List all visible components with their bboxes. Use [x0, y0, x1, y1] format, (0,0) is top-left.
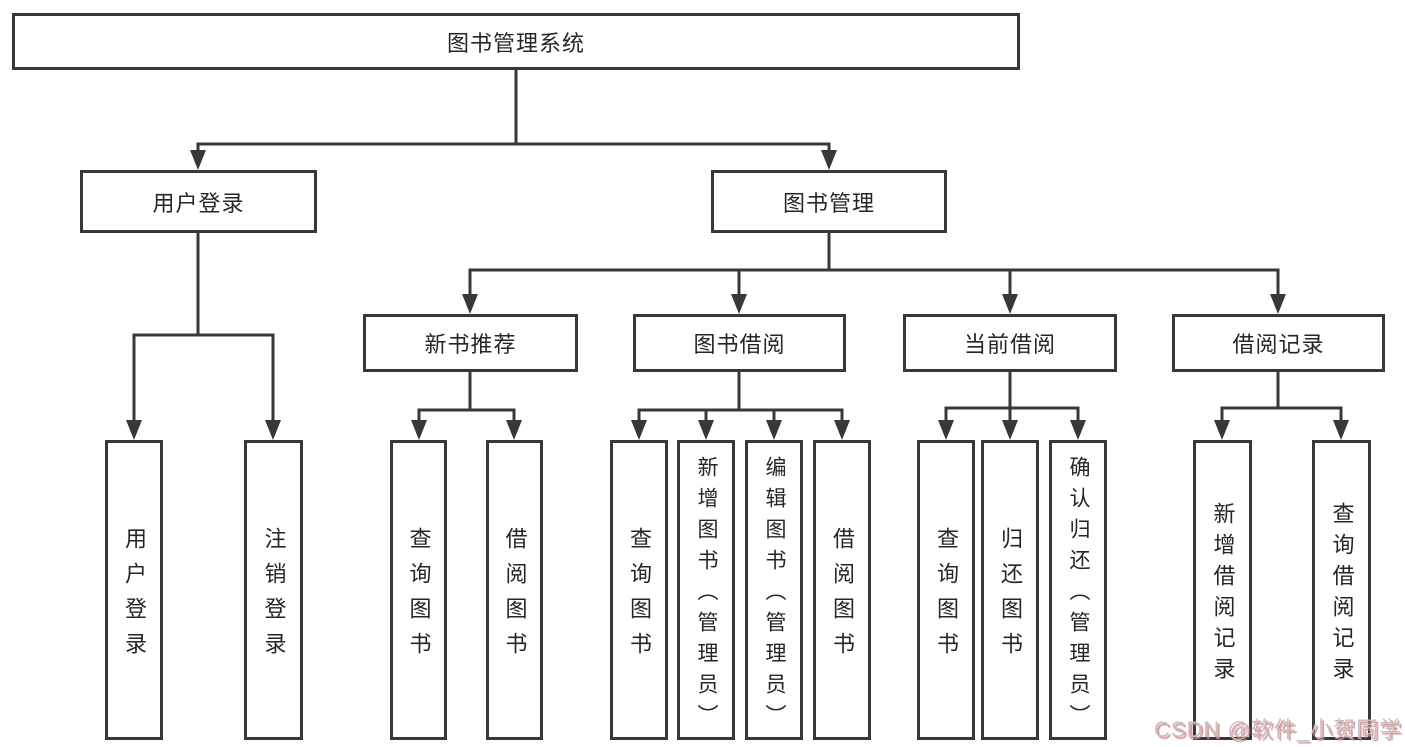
node-label: 查询图书 — [627, 526, 652, 667]
node-book-borrowing: 图书借阅 — [633, 314, 846, 372]
node-label: 当前借阅 — [963, 332, 1056, 357]
node-label: 注销登录 — [261, 526, 287, 667]
node-new-book-recommend: 新书推荐 — [363, 314, 578, 372]
connector-borrowing-to-leaves — [631, 370, 850, 440]
node-label: 借阅图书 — [830, 526, 855, 667]
node-borrow-records: 借阅记录 — [1172, 314, 1385, 372]
connector-records-to-leaves — [1214, 370, 1349, 440]
node-leaf-user-login: 用户登录 — [105, 440, 163, 740]
node-label: 归还图书 — [998, 526, 1023, 667]
node-current-borrowing: 当前借阅 — [903, 314, 1117, 372]
node-leaf-edit-book-admin: 编辑图书（管理员） — [745, 440, 803, 740]
node-label: 编辑图书（管理员） — [763, 455, 786, 735]
node-leaf-borrow-books-recommend: 借阅图书 — [486, 440, 543, 740]
node-label: 借阅记录 — [1232, 332, 1325, 357]
node-leaf-return-book: 归还图书 — [981, 440, 1039, 740]
connector-login-to-leaves — [126, 231, 281, 440]
node-label: 图书借阅 — [693, 332, 786, 357]
node-leaf-confirm-return-admin: 确认归还（管理员） — [1049, 440, 1107, 740]
node-user-login-branch: 用户登录 — [80, 170, 317, 233]
node-label: 用户登录 — [152, 190, 245, 216]
connector-mgmt-to-level3 — [462, 231, 1286, 314]
node-label: 新增图书（管理员） — [695, 455, 718, 735]
node-label: 借阅图书 — [502, 526, 528, 667]
node-book-management-branch: 图书管理 — [711, 170, 947, 233]
node-leaf-borrow-books: 借阅图书 — [813, 440, 871, 740]
node-label: 确认归还（管理员） — [1067, 455, 1090, 735]
node-leaf-query-borrow-record: 查询借阅记录 — [1312, 440, 1371, 740]
node-leaf-add-book-admin: 新增图书（管理员） — [677, 440, 735, 740]
connector-recommend-to-leaves — [411, 370, 522, 440]
node-leaf-logout: 注销登录 — [244, 440, 303, 740]
node-leaf-add-borrow-record: 新增借阅记录 — [1193, 440, 1252, 740]
connector-current-to-leaves — [938, 370, 1086, 440]
node-label: 新书推荐 — [424, 332, 517, 357]
csdn-watermark: CSDN @软件_小贺同学 — [1153, 717, 1402, 742]
node-leaf-query-books-current: 查询图书 — [917, 440, 975, 740]
node-label: 查询图书 — [934, 526, 959, 667]
node-leaf-query-books-borrowing: 查询图书 — [610, 440, 668, 740]
node-label: 新增借阅记录 — [1210, 501, 1236, 688]
connector-root-to-level2 — [190, 68, 837, 170]
node-label: 查询借阅记录 — [1329, 501, 1355, 688]
node-label: 图书管理系统 — [446, 30, 585, 56]
node-label: 用户登录 — [122, 526, 147, 667]
node-label: 图书管理 — [782, 190, 875, 216]
node-label: 查询图书 — [406, 526, 432, 667]
node-leaf-query-books-recommend: 查询图书 — [390, 440, 447, 740]
node-system-root: 图书管理系统 — [12, 13, 1020, 70]
